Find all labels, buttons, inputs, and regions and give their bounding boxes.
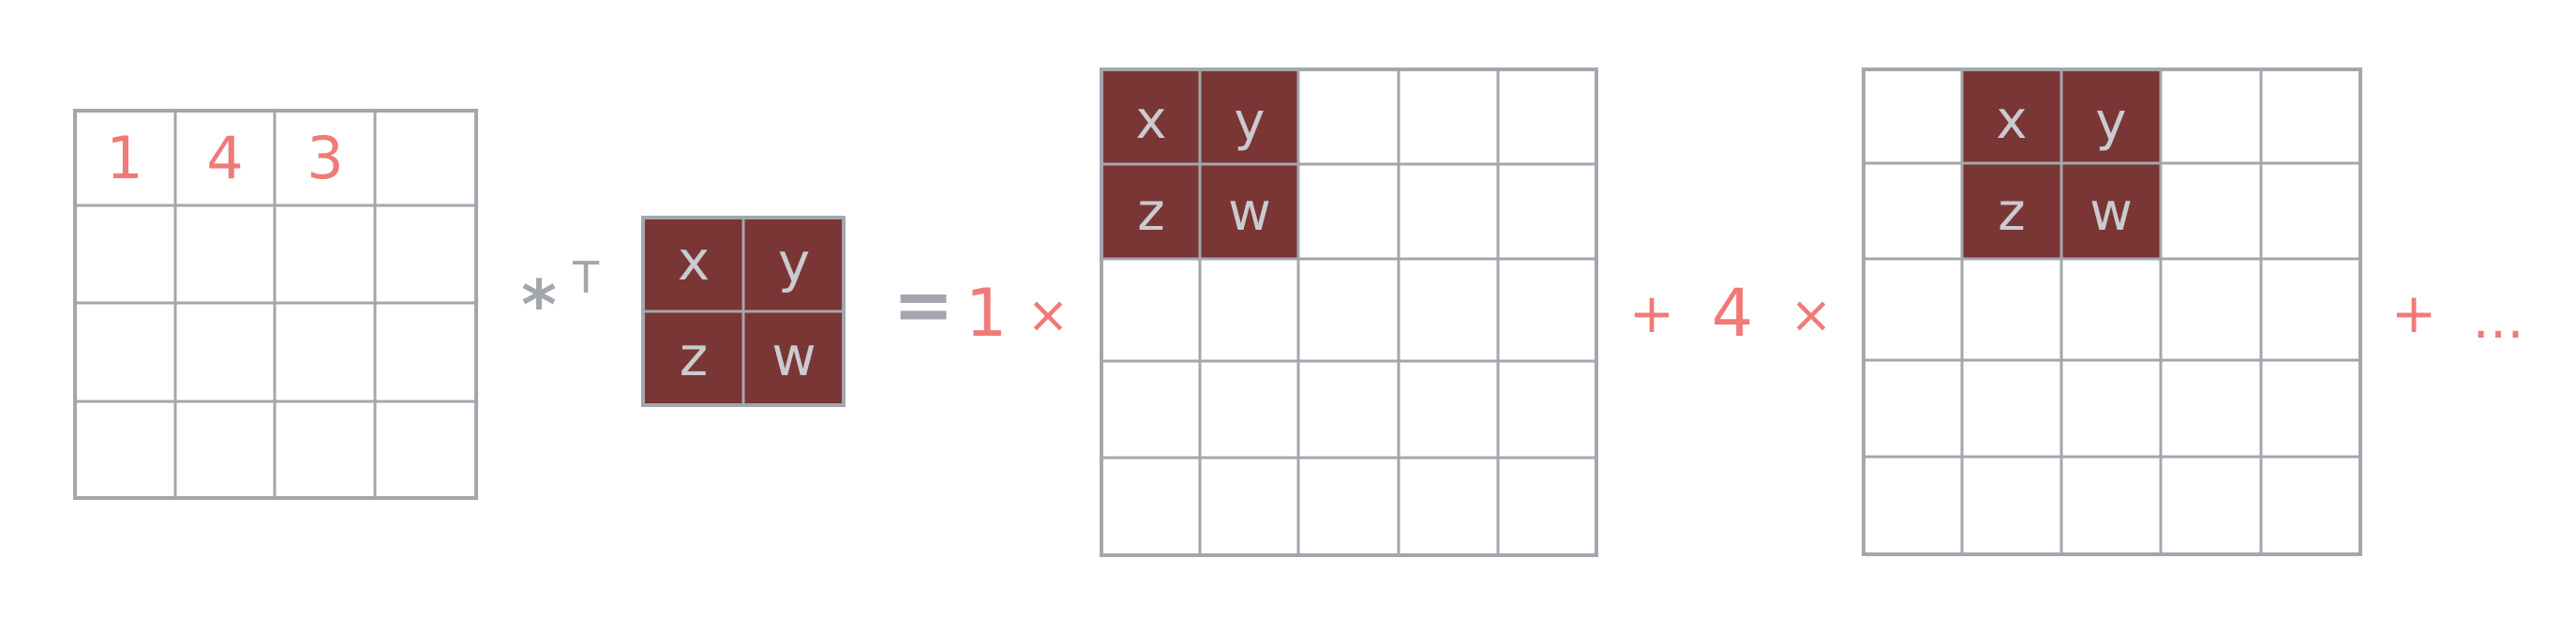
times-sign-2: ×: [1790, 285, 1832, 344]
kernel-cell-z: z: [680, 325, 708, 388]
transpose-superscript: T: [572, 252, 600, 303]
output-grid-2: x y z w: [1862, 68, 2362, 556]
output-2-cell-w: w: [2089, 182, 2133, 243]
output-1-cell-y: y: [1234, 92, 1265, 153]
input-cell-0-2: 3: [307, 124, 343, 192]
star-operator: *: [521, 265, 557, 344]
output-2-cell-z: z: [1998, 182, 2025, 243]
output-1-cell-z: z: [1137, 182, 1164, 243]
times-sign-1: ×: [1026, 285, 1069, 344]
ellipsis: ...: [2472, 287, 2524, 351]
coefficient-2: 4: [1712, 275, 1754, 352]
equals-sign: =: [892, 264, 953, 348]
coefficient-1: 1: [966, 275, 1008, 352]
kernel: x y z w: [641, 216, 846, 407]
input-grid: 1 4 3: [73, 109, 478, 500]
plus-sign-1: +: [1629, 281, 1675, 345]
output-grid-2-border: [1862, 68, 2362, 556]
output-2-cell-x: x: [1996, 90, 2027, 151]
output-grid-1-border: [1100, 68, 1598, 557]
input-cell-0-0: 1: [106, 124, 142, 192]
transpose-conv-operator: * T: [521, 252, 600, 344]
output-1-cell-w: w: [1228, 182, 1271, 243]
output-1-cell-x: x: [1135, 90, 1166, 151]
output-grid-1: x y z w: [1100, 68, 1598, 557]
input-cell-0-1: 4: [206, 124, 243, 192]
kernel-cell-y: y: [778, 231, 810, 294]
kernel-cell-w: w: [771, 325, 816, 388]
output-2-cell-y: y: [2095, 92, 2126, 153]
plus-sign-2: +: [2391, 281, 2437, 345]
kernel-cell-x: x: [678, 229, 710, 293]
